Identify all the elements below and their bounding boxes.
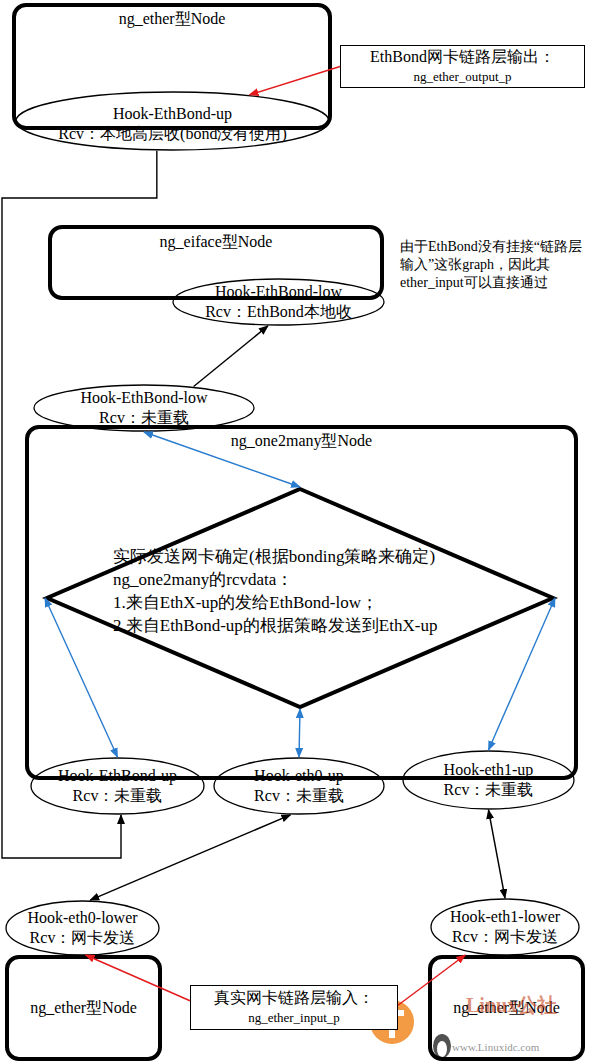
connector-arrow	[489, 810, 506, 898]
hook-ellipse: Hook-eth1-upRcv：未重载	[402, 750, 575, 810]
node-title: ng_eiface型Node	[160, 232, 273, 252]
hook-ellipse: Hook-eth0-lowerRcv：网卡发送	[5, 900, 160, 956]
decision-diamond: 实际发送网卡确定(根据bonding策略来确定)ng_one2many的rcvd…	[45, 487, 555, 709]
ellipse-outline	[30, 757, 205, 815]
text-group: 真实网卡链路层输入：ng_ether_input_p	[191, 986, 397, 1029]
node-box: ng_eiface型NodeHook-EthBond-lowRcv：EthBon…	[48, 225, 384, 300]
node-title: Hook-EthBond-low	[215, 282, 342, 302]
node-text: Rcv：未重载	[73, 786, 163, 806]
connector-arrow	[299, 709, 300, 757]
text-group: Hook-EthBond-lowRcv：EthBond本地收	[172, 278, 385, 326]
node-title: Hook-eth1-lower	[450, 907, 560, 927]
connector-arrow	[86, 955, 190, 1001]
text-group: Hook-eth1-lowerRcv：网卡发送	[430, 898, 580, 956]
text-group: EthBond网卡链路层输出：ng_ether_output_p	[341, 46, 584, 87]
note-text: 由于EthBond没有挂接“链路层输入”这张graph，因此其ether_inp…	[400, 238, 586, 292]
diamond-shape	[47, 489, 553, 707]
hook-ellipse: Hook-EthBond-lowRcv：EthBond本地收	[172, 278, 385, 326]
hook-ellipse: Hook-EthBond-upRcv：本地高层收(bond没有使用)	[15, 91, 330, 151]
text-group: Hook-eth1-upRcv：未重载	[402, 750, 575, 810]
node-title: Hook-EthBond-up	[113, 104, 232, 124]
node-text: ng_ether_input_p	[248, 1008, 340, 1028]
node-title: ng_one2many型Node	[231, 431, 372, 451]
node-title: Hook-eth0-lower	[27, 908, 137, 928]
hook-ellipse: Hook-eth1-lowerRcv：网卡发送	[430, 898, 580, 956]
ellipse-outline	[5, 900, 160, 956]
node-text: 2.来自EthBond-up的根据策略发送到EthX-up	[113, 614, 437, 637]
node-box: ng_ether型Node	[5, 955, 162, 1061]
node-text: Rcv：网卡发送	[452, 927, 558, 947]
node-text: Rcv：本地高层收(bond没有使用)	[58, 124, 286, 144]
node-title: ng_ether型Node	[30, 998, 137, 1018]
text-group: Hook-eth0-lowerRcv：网卡发送	[5, 900, 160, 956]
node-title: Hook-eth0-up	[254, 766, 344, 786]
node-title: Hook-eth1-up	[444, 760, 534, 780]
node-title: EthBond网卡链路层输出：	[370, 47, 555, 67]
node-text: Rcv：未重载	[254, 786, 344, 806]
node-title: 实际发送网卡确定(根据bonding策略来确定)	[113, 545, 435, 568]
node-text: Rcv：EthBond本地收	[205, 302, 352, 322]
connector-arrow	[144, 432, 300, 487]
watermark: www.Linuxidc.com	[452, 1040, 592, 1054]
node-text: 1.来自EthX-up的发给EthBond-low；	[113, 591, 378, 614]
ellipse-shape	[214, 758, 384, 814]
text-group: ng_ether型Node	[9, 959, 158, 1057]
text-group: Hook-EthBond-upRcv：本地高层收(bond没有使用)	[15, 91, 330, 151]
connector-arrow	[2, 151, 157, 858]
node-text: ng_one2many的rcvdata：	[113, 568, 293, 591]
logo-penguin-belly	[437, 1041, 447, 1057]
connector-arrow	[249, 67, 340, 95]
node-box: ng_ether型NodeHook-EthBond-upRcv：本地高层收(bo…	[12, 3, 332, 130]
hook-ellipse: Hook-EthBond-upRcv：未重载	[30, 757, 205, 815]
connector-arrow	[45, 598, 118, 757]
ellipse-shape	[6, 901, 159, 955]
hook-ellipse: Hook-eth0-upRcv：未重载	[213, 757, 385, 815]
ellipse-outline	[213, 757, 385, 815]
ellipse-shape	[16, 92, 329, 150]
node-box: ng_one2many型Node 实际发送网卡确定(根据bonding策略来确定)…	[25, 425, 578, 780]
node-title: Hook-EthBond-up	[58, 766, 177, 786]
connector-arrow	[194, 326, 268, 387]
ellipse-shape	[173, 279, 384, 325]
connector-arrow	[489, 598, 556, 750]
node-text: ng_ether_output_p	[413, 67, 511, 87]
ellipse-shape	[403, 751, 574, 809]
callout-box: EthBond网卡链路层输出：ng_ether_output_p	[340, 45, 585, 88]
node-title: Hook-EthBond-low	[80, 388, 207, 408]
ellipse-shape	[431, 899, 579, 955]
text-group: 实际发送网卡确定(根据bonding策略来确定)ng_one2many的rcvd…	[45, 487, 555, 709]
logo-penguin	[433, 1034, 451, 1058]
text-group: Hook-eth0-upRcv：未重载	[213, 757, 385, 815]
node-title: ng_ether型Node	[119, 9, 226, 29]
callout-box: 真实网卡链路层输入：ng_ether_input_p	[190, 985, 398, 1030]
ellipse-outline	[402, 750, 575, 810]
watermark: Linux公社	[466, 994, 586, 1016]
node-text: Rcv：未重载	[444, 780, 534, 800]
node-title: 真实网卡链路层输入：	[214, 988, 374, 1008]
text-group: Hook-EthBond-upRcv：未重载	[30, 757, 205, 815]
connector-arrow	[90, 815, 290, 900]
connector-arrow	[398, 955, 465, 1005]
node-text: Rcv：网卡发送	[30, 928, 136, 948]
ellipse-shape	[31, 758, 204, 814]
ellipse-outline	[430, 898, 580, 956]
